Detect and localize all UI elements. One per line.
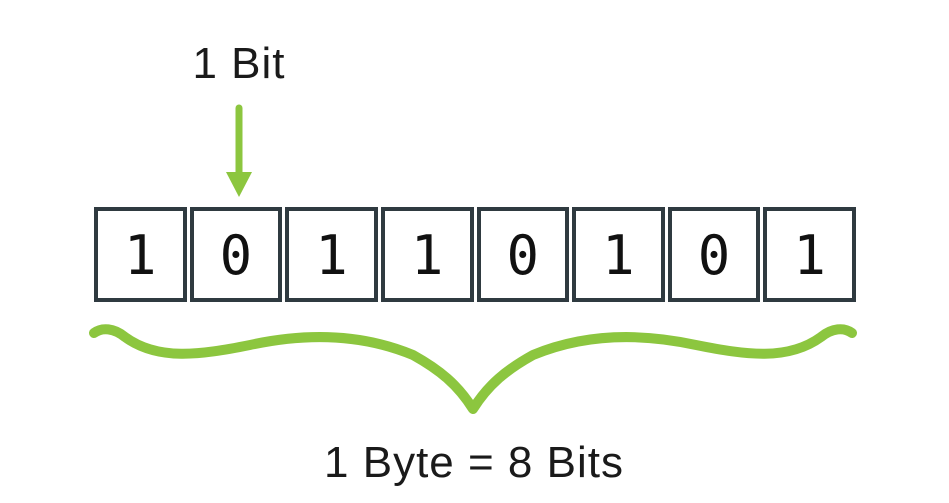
bit-cell-3: 1	[380, 207, 474, 302]
bit-cell-6: 0	[667, 207, 761, 302]
bit-cell-2: 1	[285, 207, 378, 302]
byte-label: 1 Byte = 8 Bits	[324, 438, 624, 487]
bit-cell-5: 1	[572, 207, 665, 302]
bit-cell-0: 1	[94, 207, 187, 302]
bit-cell-4: 0	[476, 207, 570, 302]
bit-label: 1 Bit	[192, 39, 286, 88]
down-arrow-icon	[226, 104, 252, 197]
bit-cell-1: 0	[189, 207, 283, 302]
bit-cell-7: 1	[763, 207, 856, 302]
curly-underbrace-icon	[89, 324, 857, 414]
